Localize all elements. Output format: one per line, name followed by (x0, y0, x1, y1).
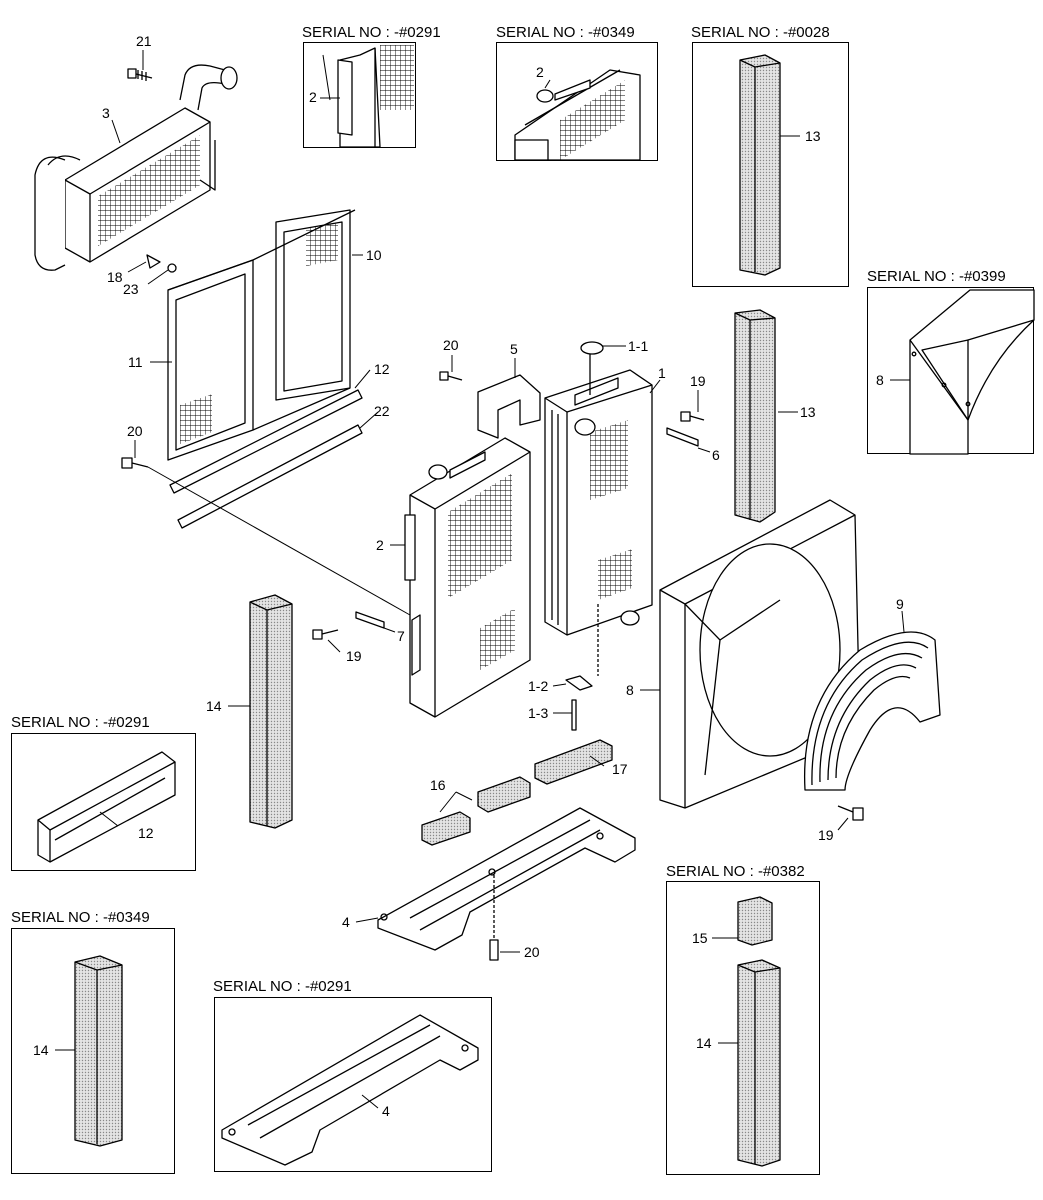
bolt-20-top (439, 371, 463, 381)
intercooler (34, 64, 238, 271)
callout: 2 (309, 89, 317, 105)
callout: 20 (127, 423, 143, 439)
bolt-19-upper (680, 411, 705, 422)
radiator-right (544, 369, 653, 636)
callout: 14 (696, 1035, 712, 1051)
foam-block-16a (421, 811, 471, 846)
callout: 20 (443, 337, 459, 353)
bolt-21 (127, 68, 153, 81)
callout: 13 (800, 404, 816, 420)
callout: 13 (805, 128, 821, 144)
frame-bar-12 (169, 389, 363, 494)
inset-frame-12 (37, 751, 176, 863)
serial-label: SERIAL NO : -#0382 (666, 863, 805, 880)
bolt-19-left (312, 629, 339, 640)
callout: 16 (430, 777, 446, 793)
radiator-cap (580, 341, 604, 395)
serial-label: SERIAL NO : -#0349 (11, 909, 150, 926)
callout: 9 (896, 596, 904, 612)
callout: 22 (374, 403, 390, 419)
bolt-20-lower (489, 875, 499, 961)
callout: 8 (626, 682, 634, 698)
callout: 5 (510, 341, 518, 357)
callout: 3 (102, 105, 110, 121)
inset-foam-14-b (737, 959, 781, 1167)
inset-foam-13 (739, 54, 781, 276)
foam-block-16b (477, 776, 531, 813)
wing-bolt-18 (146, 254, 177, 273)
callout: 19 (818, 827, 834, 843)
callout: 8 (876, 372, 884, 388)
callout: 19 (346, 648, 362, 664)
plate-6 (666, 427, 699, 447)
bolt-20-left (121, 457, 149, 469)
callout-labels: 21 3 18 23 10 11 12 22 20 20 5 1-1 1 19 … (33, 33, 904, 1119)
callout: 19 (690, 373, 706, 389)
callout: 15 (692, 930, 708, 946)
callout: 11 (128, 354, 143, 370)
callout: 1-3 (528, 705, 548, 721)
serial-label: SERIAL NO : -#0291 (11, 714, 150, 731)
inset-base-4 (221, 1014, 479, 1166)
fan-guard (803, 631, 941, 791)
callout: 4 (382, 1103, 390, 1119)
callout: 10 (366, 247, 382, 263)
callout: 4 (342, 914, 350, 930)
callout: 20 (524, 944, 540, 960)
callout: 18 (107, 269, 123, 285)
inset-bracket-2-b (514, 69, 641, 161)
bracket-5 (477, 374, 541, 439)
foam-14 (249, 594, 293, 829)
radiator-left (404, 437, 531, 718)
screen-11 (167, 209, 356, 461)
bolt-19-lower (837, 805, 864, 821)
callout: 1 (658, 365, 666, 381)
callout: 6 (712, 447, 720, 463)
screen-10 (275, 209, 351, 401)
serial-label: SERIAL NO : -#0349 (496, 24, 635, 41)
inset-shroud-corner (909, 289, 1035, 455)
bar-22 (177, 424, 363, 529)
callout: 1-2 (528, 678, 548, 694)
drain-valve (565, 604, 599, 731)
callout: 2 (536, 64, 544, 80)
serial-label: SERIAL NO : -#0291 (302, 24, 441, 41)
callout: 14 (206, 698, 222, 714)
callout: 23 (123, 281, 139, 297)
callout: 21 (136, 33, 152, 49)
callout: 2 (376, 537, 384, 553)
callout: 7 (397, 628, 405, 644)
foam-13 (734, 309, 776, 523)
callout: 12 (138, 825, 154, 841)
inset-bracket-2-a (337, 45, 414, 148)
callout: 12 (374, 361, 390, 377)
inset-foam-15 (737, 896, 773, 946)
inset-foam-14-c (74, 955, 123, 1147)
callout: 17 (612, 761, 628, 777)
callout: 14 (33, 1042, 49, 1058)
callout: 1-1 (628, 338, 648, 354)
serial-label: SERIAL NO : -#0028 (691, 24, 830, 41)
serial-label: SERIAL NO : -#0399 (867, 268, 1006, 285)
serial-label: SERIAL NO : -#0291 (213, 978, 352, 995)
plate-7 (355, 611, 385, 629)
base-plate-4 (377, 807, 636, 951)
foam-block-17 (534, 739, 613, 785)
